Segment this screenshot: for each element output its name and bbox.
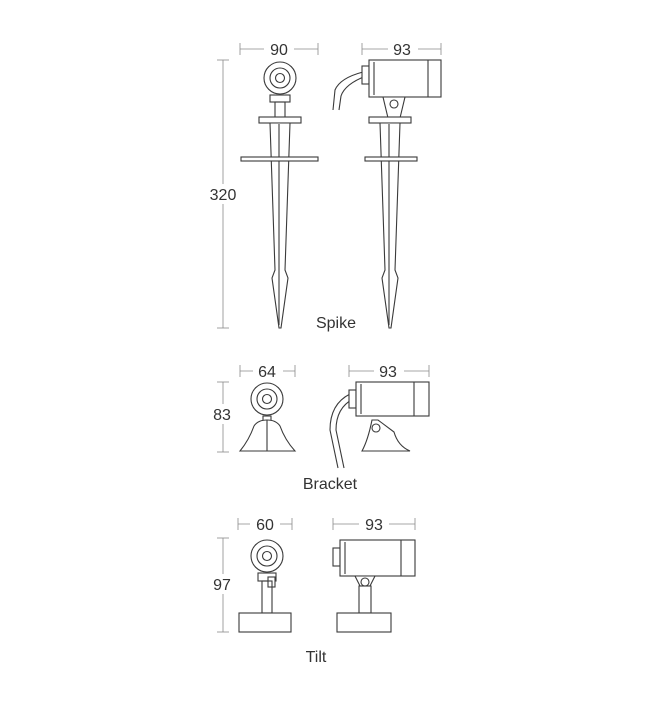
tilt-side-width-label: 93 (365, 517, 383, 534)
spike-height-label: 320 (210, 187, 237, 204)
spike-front-width-dimension: 90 (239, 40, 319, 59)
tilt-group: 60 93 97 (208, 515, 416, 666)
bracket-side-view (329, 381, 430, 469)
spike-side-view (332, 59, 442, 329)
bracket-group: 64 93 83 (208, 362, 430, 493)
tilt-side-view (332, 539, 416, 633)
bracket-front-width-label: 64 (258, 364, 276, 381)
spike-side-width-label: 93 (393, 42, 411, 59)
spike-side-width-dimension: 93 (361, 40, 442, 59)
tilt-height-dimension: 97 (208, 537, 238, 633)
spike-front-view (240, 61, 319, 329)
bracket-height-dimension: 83 (208, 381, 238, 453)
spike-caption: Spike (316, 315, 356, 332)
tilt-front-width-label: 60 (256, 517, 274, 534)
bracket-caption: Bracket (303, 476, 358, 493)
bracket-height-label: 83 (213, 407, 231, 424)
tilt-front-width-dimension: 60 (237, 515, 293, 534)
spike-group: 90 93 320 (205, 40, 442, 332)
bracket-side-width-label: 93 (379, 364, 397, 381)
bracket-front-view (238, 382, 297, 452)
tilt-height-label: 97 (213, 577, 231, 594)
bracket-front-width-dimension: 64 (239, 362, 296, 381)
tilt-caption: Tilt (306, 649, 327, 666)
bracket-side-width-dimension: 93 (348, 362, 430, 381)
tilt-side-width-dimension: 93 (332, 515, 416, 534)
spike-height-dimension: 320 (205, 59, 241, 329)
spike-front-width-label: 90 (270, 42, 288, 59)
tilt-front-view (238, 539, 292, 633)
